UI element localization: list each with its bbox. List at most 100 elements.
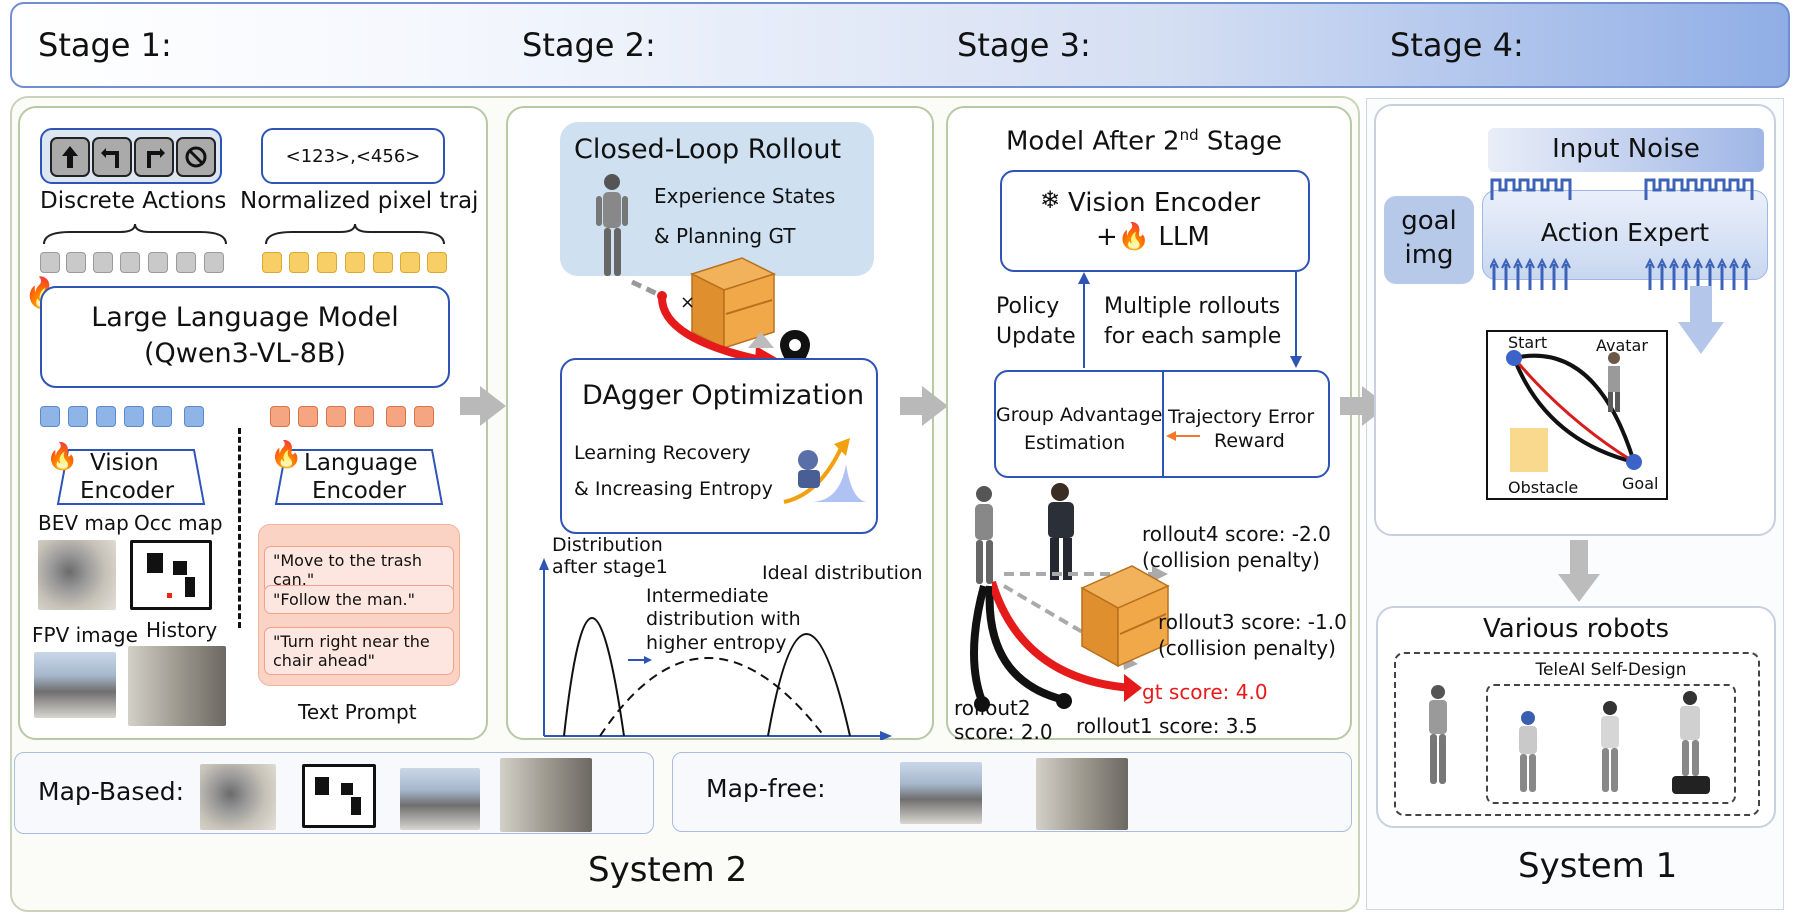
dist-after-stage1-line2: after stage1 — [552, 556, 668, 578]
policy-label-2: Update — [996, 324, 1076, 349]
teleai-dashed-frame — [1486, 684, 1736, 804]
stop-icon — [176, 137, 216, 177]
intermediate-line1: Intermediate — [646, 585, 769, 607]
noise-token-row-bottom — [1490, 257, 1751, 290]
goal-label-2: img — [1404, 240, 1454, 270]
goal-map-label: Goal — [1622, 474, 1659, 493]
turn-right-icon — [134, 137, 174, 177]
input-noise-box — [1488, 128, 1764, 172]
vision-token — [152, 406, 172, 427]
robots-down-arrow — [1558, 540, 1600, 602]
cabinet-icon — [690, 257, 776, 350]
robot-icon — [596, 174, 628, 276]
stage-3-model-title: Model After 2nd Stage — [1006, 126, 1283, 157]
vision-token — [96, 406, 116, 427]
stage3-cabinet-icon — [1080, 565, 1170, 668]
stage-4-title: Stage 4: — [1390, 26, 1524, 64]
reward-arrow — [1166, 431, 1200, 441]
various-robots-label: Various robots — [1483, 614, 1669, 644]
vision-encoder-llm-box — [1000, 170, 1310, 272]
history-images — [128, 646, 226, 726]
trajectory-error-label-2: Reward — [1214, 430, 1285, 452]
rollout1-end — [1056, 693, 1072, 709]
dist-after-stage1-line1: Distribution — [552, 534, 663, 556]
rollout1-score: rollout1 score: 3.5 — [1076, 714, 1258, 738]
robot-4-icon — [1672, 691, 1710, 794]
multi-rollout-label-1: Multiple rollouts — [1104, 294, 1281, 319]
traj-token — [400, 252, 420, 273]
goal-img-box — [1384, 196, 1474, 284]
vision-encoder-shape — [56, 449, 206, 505]
gae-label-2: Estimation — [1024, 432, 1126, 454]
vision-fire-icon: 🔥 — [46, 442, 79, 472]
action-token — [176, 252, 196, 273]
svg-text:×: × — [680, 292, 695, 313]
traj-token — [317, 252, 337, 273]
rollout4-penalty: (collision penalty) — [1142, 548, 1320, 572]
goal-label-1: goal — [1401, 206, 1457, 236]
pixel-traj-box: <123>,<456> — [261, 128, 445, 184]
map-based-history-images — [500, 758, 592, 832]
up-triangle-icon — [748, 332, 774, 348]
rollout2-score: score: 2.0 — [954, 720, 1053, 744]
rollout3-score: rollout3 score: -1.0 — [1158, 610, 1347, 634]
map-free-box — [672, 752, 1352, 832]
action-token — [40, 252, 60, 273]
action-token — [66, 252, 86, 273]
dashed-divider — [238, 428, 241, 628]
language-token — [326, 406, 346, 427]
dagger-title: DAgger Optimization — [582, 380, 865, 411]
bev-map-image — [38, 540, 116, 610]
system-1-label: System 1 — [1518, 846, 1678, 886]
map-free-label: Map-free: — [706, 774, 826, 803]
pixel-brace — [265, 223, 445, 245]
robot-2-icon — [1519, 711, 1537, 792]
gae-label-1: Group Advantage — [996, 404, 1163, 426]
gae-divider — [1162, 370, 1164, 478]
llm-title: Large Language Model — [91, 302, 399, 333]
distribution-chart — [539, 558, 892, 740]
gt-score: gt score: 4.0 — [1142, 680, 1268, 704]
action-expert-label: Action Expert — [1540, 218, 1710, 247]
vision-token — [68, 406, 88, 427]
flow-arrow-3 — [1340, 397, 1362, 415]
stage-3-title: Stage 3: — [957, 26, 1091, 64]
turn-left-icon — [92, 137, 132, 177]
stage3-llm-label: +🔥 LLM — [1096, 222, 1210, 252]
occ-map-image — [130, 540, 212, 610]
closed-loop-title: Closed-Loop Rollout — [574, 134, 842, 165]
multi-rollout-label-2: for each sample — [1104, 324, 1282, 349]
experience-states-label: Experience States — [654, 184, 836, 208]
map-based-occ-image — [302, 764, 376, 828]
map-based-bev-image — [200, 764, 276, 830]
occ-map-label: Occ map — [134, 511, 223, 535]
learning-recovery-label: Learning Recovery — [574, 442, 751, 464]
expert-down-arrow — [1678, 286, 1724, 354]
action-token — [120, 252, 140, 273]
discrete-actions-label: Discrete Actions — [40, 188, 227, 214]
vision-token — [40, 406, 60, 427]
stage-2-title: Stage 2: — [522, 26, 656, 64]
map-free-history-images — [1036, 758, 1128, 830]
increasing-entropy-label: & Increasing Entropy — [574, 478, 773, 500]
language-encoder-label-2: Encoder — [312, 478, 407, 504]
intermediate-line3: higher entropy — [646, 632, 787, 654]
input-noise-label: Input Noise — [1552, 134, 1700, 164]
llm-box — [40, 286, 450, 388]
policy-label-1: Policy — [996, 294, 1060, 319]
snowflake-icon: ❄ — [1040, 186, 1061, 214]
traj-token — [373, 252, 393, 273]
rollout2-label: rollout2 — [954, 696, 1031, 720]
rollout3-penalty: (collision penalty) — [1158, 636, 1336, 660]
rollout4-score: rollout4 score: -2.0 — [1142, 522, 1331, 546]
text-prompt-label: Text Prompt — [298, 700, 417, 724]
system-2-label: System 2 — [588, 850, 748, 890]
llm-subtitle: (Qwen3-VL-8B) — [144, 338, 346, 369]
traj-token — [427, 252, 447, 273]
robot-3-icon — [1601, 701, 1619, 792]
obstacle-label: Obstacle — [1508, 478, 1579, 497]
bev-map-label: BEV map — [38, 511, 129, 535]
teleai-label: TeleAI Self-Design — [1535, 660, 1687, 680]
fpv-image — [34, 652, 116, 718]
language-token — [298, 406, 318, 427]
